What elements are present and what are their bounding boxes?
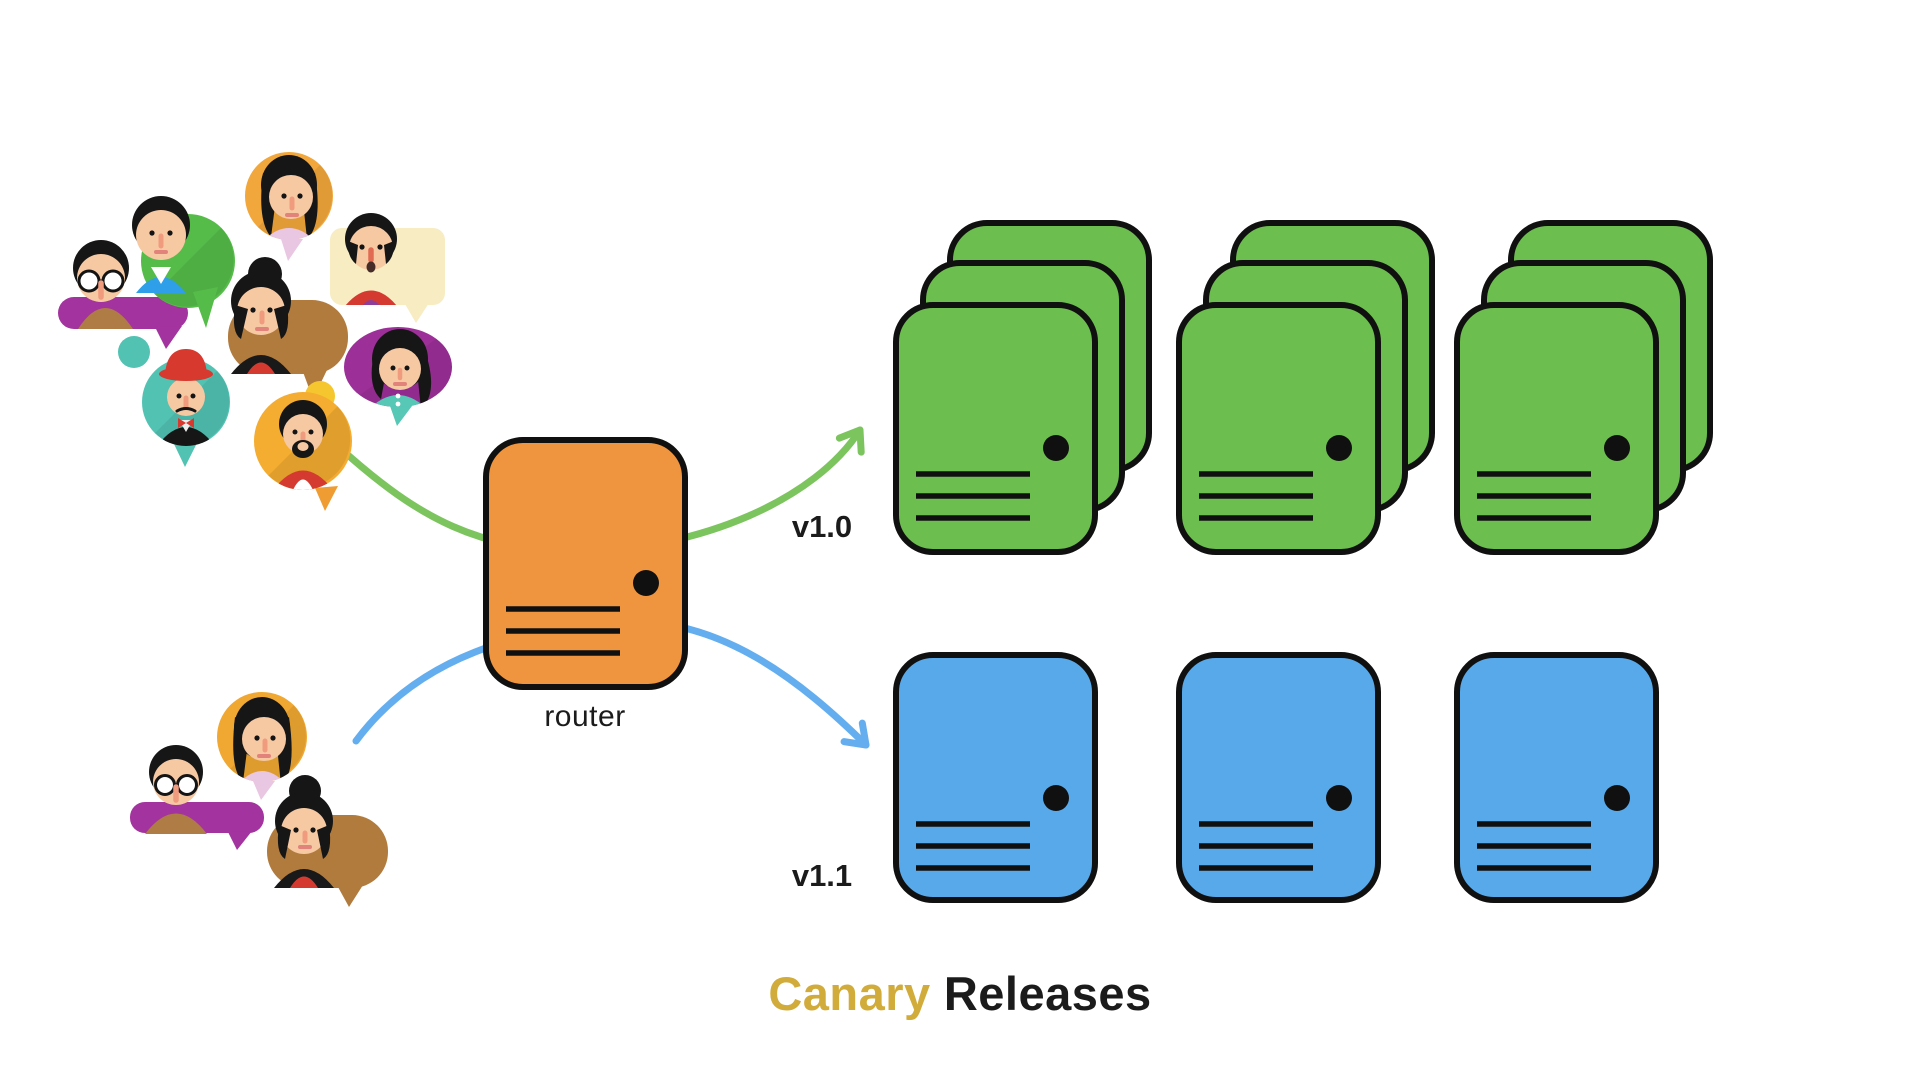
v1-1-label: v1.1 <box>791 858 853 893</box>
user-boy-blue <box>132 196 235 328</box>
container-card <box>1176 302 1381 555</box>
server-face-icon <box>1176 652 1381 905</box>
container-card <box>893 302 1098 555</box>
v1-1-container-2 <box>1176 652 1381 903</box>
user-man-redhat <box>118 336 230 467</box>
v1-1-container-3 <box>1454 652 1659 903</box>
title-highlight: Canary <box>768 967 931 1020</box>
server-face-icon <box>893 302 1098 555</box>
router-label: router <box>544 700 626 733</box>
v1-0-stack-3 <box>1454 220 1719 560</box>
user-woman-bun-canary <box>267 775 388 907</box>
user-woman-bun <box>228 257 348 399</box>
server-face-icon <box>893 652 1098 905</box>
v1-0-stack-1 <box>893 220 1158 560</box>
users-canary-group <box>130 692 388 907</box>
title-rest: Releases <box>943 967 1152 1020</box>
router-node <box>483 437 688 690</box>
server-face-icon <box>1176 302 1381 555</box>
v1-0-label: v1.0 <box>791 509 853 544</box>
user-woman-purple <box>344 327 453 426</box>
users-main-group <box>58 152 453 511</box>
user-woman-orange <box>245 152 333 261</box>
user-man-glasses-canary <box>130 745 264 850</box>
user-boy-angry <box>330 213 445 323</box>
user-man-glasses <box>58 240 188 349</box>
user-man-goatee <box>254 381 352 511</box>
user-woman-yellow <box>217 692 307 800</box>
v1-0-stack-2 <box>1176 220 1441 560</box>
server-face-icon <box>483 437 688 690</box>
container-card <box>1454 302 1659 555</box>
server-face-icon <box>1454 302 1659 555</box>
v1-1-container-1 <box>893 652 1098 903</box>
server-face-icon <box>1454 652 1659 905</box>
